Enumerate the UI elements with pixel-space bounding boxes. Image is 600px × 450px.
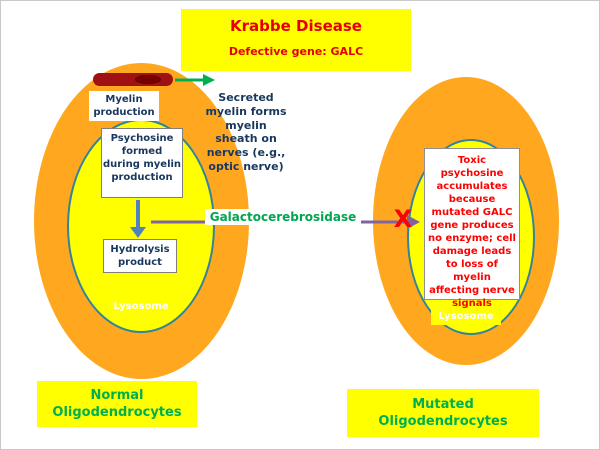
myelin-rod-shape: [93, 73, 173, 86]
hydrolysis-product-box: Hydrolysis product: [103, 239, 177, 273]
defective-gene-subtitle: Defective gene: GALC: [228, 45, 364, 58]
title-box: Krabbe Disease Defective gene: GALC: [181, 9, 411, 71]
mutated-oligodendrocytes-caption: Mutated Oligodendrocytes: [347, 389, 539, 437]
lysosome-label-right: Lysosome: [431, 308, 501, 325]
myelin-production-label: Myelin production: [89, 91, 159, 121]
galactocerebrosidase-label: Galactocerebrosidase: [205, 209, 361, 225]
psychosine-box: Psychosine formed during myelin producti…: [101, 128, 183, 198]
blocked-x-marker: X: [393, 205, 413, 233]
normal-oligodendrocytes-caption: Normal Oligodendrocytes: [37, 381, 197, 427]
lysosome-label-left: Lysosome: [107, 298, 175, 315]
page-title: Krabbe Disease: [230, 17, 362, 35]
myelin-rod-nucleus-shape: [135, 75, 161, 84]
toxic-psychosine-box: Toxic psychosine accumulates because mut…: [424, 148, 520, 309]
secreted-myelin-note: Secreted myelin forms myelin sheath on n…: [205, 91, 287, 173]
